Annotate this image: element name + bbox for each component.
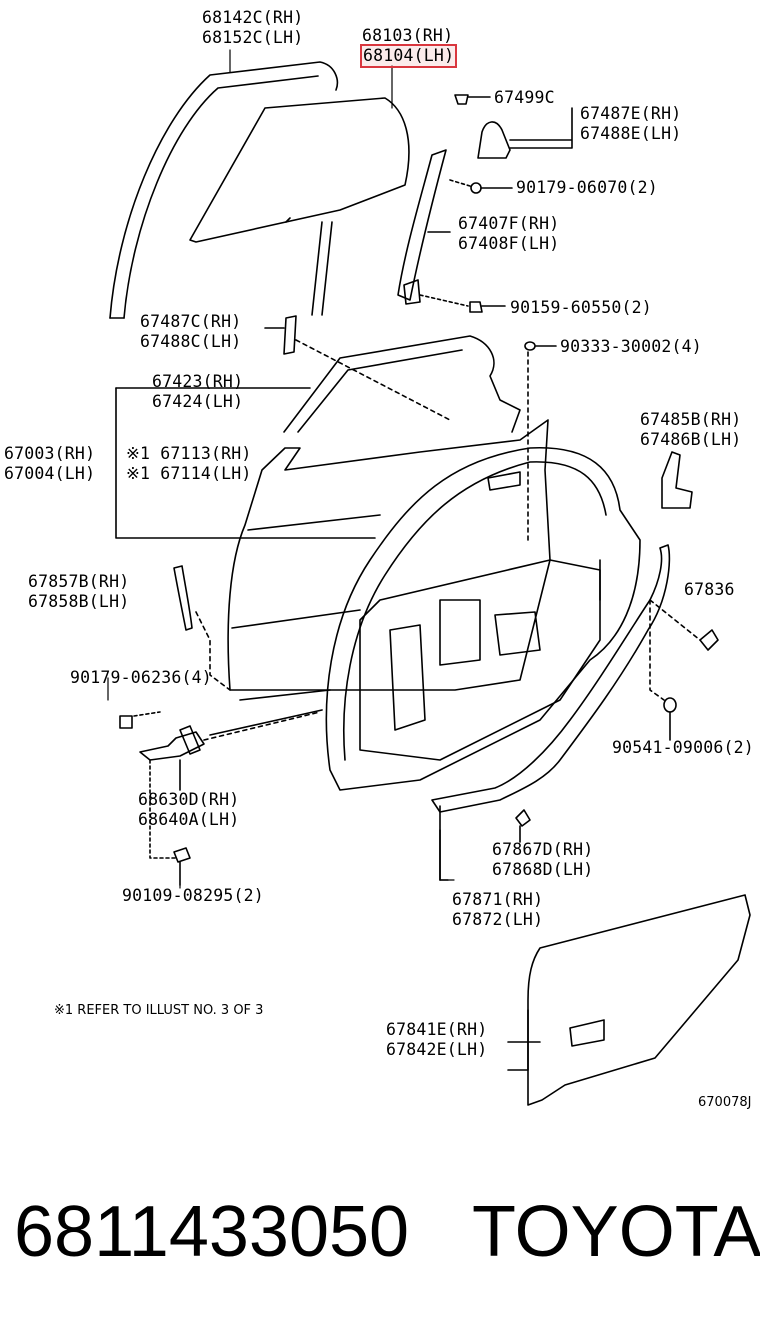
label-90541: 90541-09006(2) [612,738,754,758]
label-68142c: 68142C(RH) 68152C(LH) [202,8,303,48]
part-lh: 67408F(LH) [458,234,560,253]
clip [524,341,557,541]
part-number: 90109-08295(2) [122,886,264,905]
part-rh: 67871(RH) [452,890,544,909]
part-lh: 68640A(LH) [138,810,240,829]
label-90109: 90109-08295(2) [122,886,264,906]
part-lh: 67872(LH) [452,910,544,929]
part-lh: ※1 67114(LH) [126,464,252,483]
illustration-id: 670078J [698,1095,752,1110]
part-rh: 67841E(RH) [386,1020,488,1039]
part-rh: 68103(RH) [362,26,454,45]
part-rh: 67003(RH) [4,444,96,463]
highlighted-part-68104[interactable]: 68104(LH) [359,44,458,68]
part-number: 90541-09006(2) [612,738,754,757]
part-rh: 67485B(RH) [640,410,742,429]
part-lh: 67486B(LH) [640,430,742,449]
part-rh: 67407F(RH) [458,214,560,233]
part-rh: 67423(RH) [152,372,244,391]
label-67423: 67423(RH) 67424(LH) [152,372,243,412]
part-lh: 67004(LH) [4,464,96,483]
lower-rail [439,805,449,881]
label-90179-06236: 90179-06236(4) [70,668,212,688]
label-67487e: 67487E(RH) 67488E(LH) [580,104,681,144]
door-trim-board [507,894,751,1106]
part-lh: 67842E(LH) [386,1040,488,1059]
door-glass [189,97,410,316]
part-number: 90159-60550(2) [510,298,652,317]
part-number: 90333-30002(4) [560,337,702,356]
label-67113: ※1 67113(RH) ※1 67114(LH) [126,444,252,484]
part-rh: ※1 67113(RH) [126,444,252,463]
part-rh: 68630D(RH) [138,790,240,809]
pin [454,94,491,105]
part-rh: 68142C(RH) [202,8,304,27]
part-lh: 67488C(LH) [140,332,242,351]
reference-note: ※1 REFER TO ILLUST NO. 3 OF 3 [54,1003,264,1018]
division-bar [397,149,451,305]
part-lh: 67868D(LH) [492,860,594,879]
part-number: 67836 [684,580,735,599]
outer-weatherstrip [115,335,521,433]
part-rh: 67487E(RH) [580,104,682,123]
label-67836: 67836 [684,580,735,600]
footer-part-number: 6811433050 [14,1192,410,1272]
part-number: 90179-06236(4) [70,668,212,687]
label-67487c: 67487C(RH) 67488C(LH) [140,312,241,352]
label-67857b: 67857B(RH) 67858B(LH) [28,572,129,612]
label-67485b: 67485B(RH) 67486B(LH) [640,410,741,450]
part-lh: 68152C(LH) [202,28,304,47]
label-67499c: 67499C [494,88,555,108]
part-number: 90179-06070(2) [516,178,658,197]
nut [119,711,161,729]
label-67841e: 67841E(RH) 67842E(LH) [386,1020,487,1060]
part-lh: 67424(LH) [152,392,244,411]
part-lh: 67858B(LH) [28,592,130,611]
corner-garnish [477,107,573,159]
plug [649,599,677,741]
label-90179-06070: 90179-06070(2) [516,178,658,198]
footer-brand: TOYOTA [472,1192,760,1272]
door-panel [115,387,551,701]
part-number: 67499C [494,88,555,107]
label-67407f: 67407F(RH) 67408F(LH) [458,214,559,254]
door-check [139,711,321,859]
part-lh: 67488E(LH) [580,124,682,143]
label-67867d: 67867D(RH) 67868D(LH) [492,840,593,880]
lower-garnish [173,565,231,691]
label-90333: 90333-30002(4) [560,337,702,357]
bracket [661,451,693,509]
bolt [449,179,513,194]
label-90159: 90159-60550(2) [510,298,652,318]
small-garnish [264,315,451,421]
label-67003: 67003(RH) 67004(LH) [4,444,95,484]
label-68103: 68103(RH) 68104(LH) [359,26,458,68]
hinge-bolt [173,847,191,886]
label-67871: 67871(RH) 67872(LH) [452,890,543,930]
glass-run-channel [109,61,339,319]
screw [419,294,506,313]
leader-lines [107,49,455,889]
door-weatherstrip [431,544,719,813]
part-rh: 67867D(RH) [492,840,594,859]
label-68630d: 68630D(RH) 68640A(LH) [138,790,239,830]
weatherstrip-clip [515,809,531,843]
part-rh: 67857B(RH) [28,572,130,591]
part-rh: 67487C(RH) [140,312,242,331]
door-inner-frame [209,447,641,791]
